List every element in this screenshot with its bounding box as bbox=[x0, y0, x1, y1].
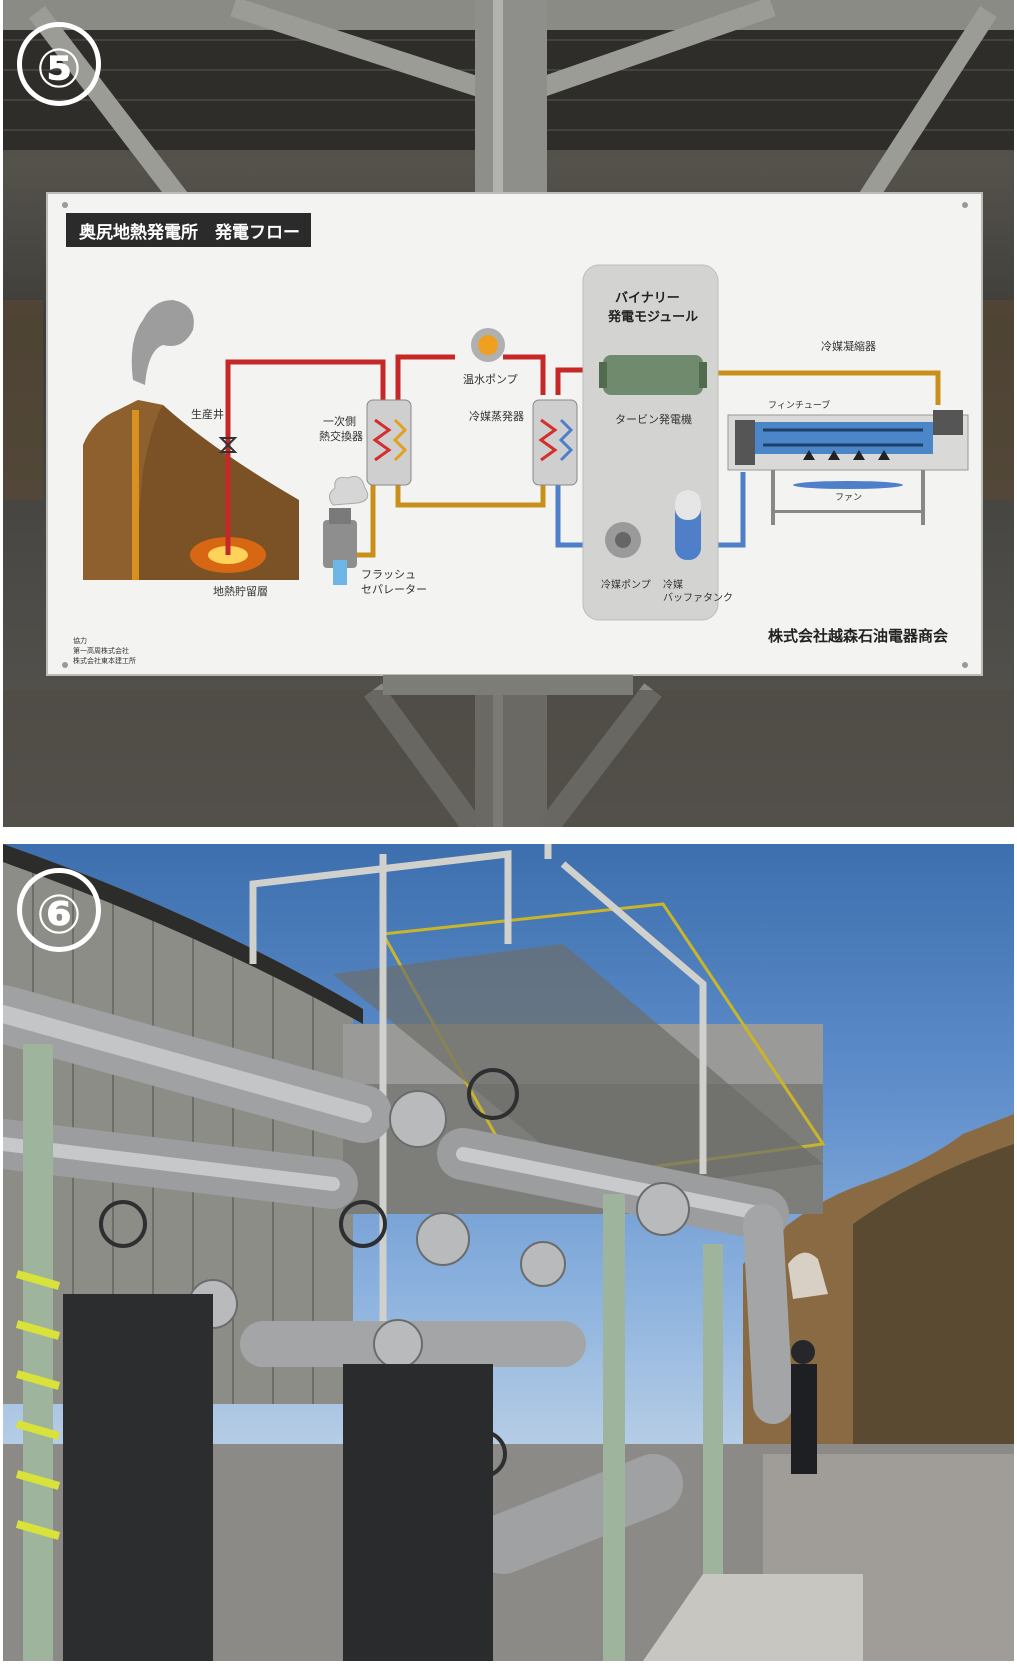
module-title-1: バイナリー bbox=[615, 291, 680, 306]
label-hx-2: 熱交換器 bbox=[319, 429, 363, 443]
label-refrigerant-pump: 冷媒ポンプ bbox=[601, 578, 651, 591]
label-buffer-2: バッファタンク bbox=[663, 592, 733, 604]
label-separator-1: フラッシュ bbox=[361, 568, 416, 581]
scene-steel-frame bbox=[3, 0, 1014, 827]
label-buffer-1: 冷媒 bbox=[663, 578, 683, 591]
label-reservoir: 地熱貯留層 bbox=[213, 585, 268, 598]
sign-text-layer: 奥尻地熱発電所 発電フロー バイナリー 発電モジュール 生産井 地熱貯留層 一次… bbox=[73, 222, 948, 665]
label-condenser: 冷媒凝縮器 bbox=[821, 339, 876, 353]
flow-sign-board bbox=[46, 192, 983, 676]
module-title-2: 発電モジュール bbox=[607, 309, 698, 325]
label-separator-2: セパレーター bbox=[361, 583, 427, 596]
label-fan: ファン bbox=[835, 493, 862, 503]
credit-line-3: 株式会社東本建工所 bbox=[73, 656, 136, 665]
sign-title: 奥尻地熱発電所 発電フロー bbox=[79, 222, 300, 243]
photo-binary-plant-piping: ⑥ bbox=[3, 844, 1014, 1661]
company-name: 株式会社越森石油電器商会 bbox=[768, 627, 948, 645]
label-production-well: 生産井 bbox=[191, 407, 224, 421]
credit-line-1: 協力 bbox=[73, 636, 87, 645]
label-hot-water-pump: 温水ポンプ bbox=[463, 373, 518, 386]
label-evaporator: 冷媒蒸発器 bbox=[469, 409, 524, 423]
photo-power-flow-sign: 奥尻地熱発電所 発電フロー バイナリー 発電モジュール 生産井 地熱貯留層 一次… bbox=[3, 0, 1014, 827]
label-hx-1: 一次側 bbox=[323, 414, 356, 428]
label-fin-tube: フィンチューブ bbox=[768, 399, 830, 411]
scene-plant-equipment bbox=[3, 844, 1014, 1661]
label-turbine: タービン発電機 bbox=[615, 412, 692, 426]
credit-line-2: 第一高周株式会社 bbox=[73, 646, 129, 655]
photo-number-badge: ⑤ bbox=[17, 22, 101, 106]
photo-number-badge: ⑥ bbox=[17, 868, 101, 952]
